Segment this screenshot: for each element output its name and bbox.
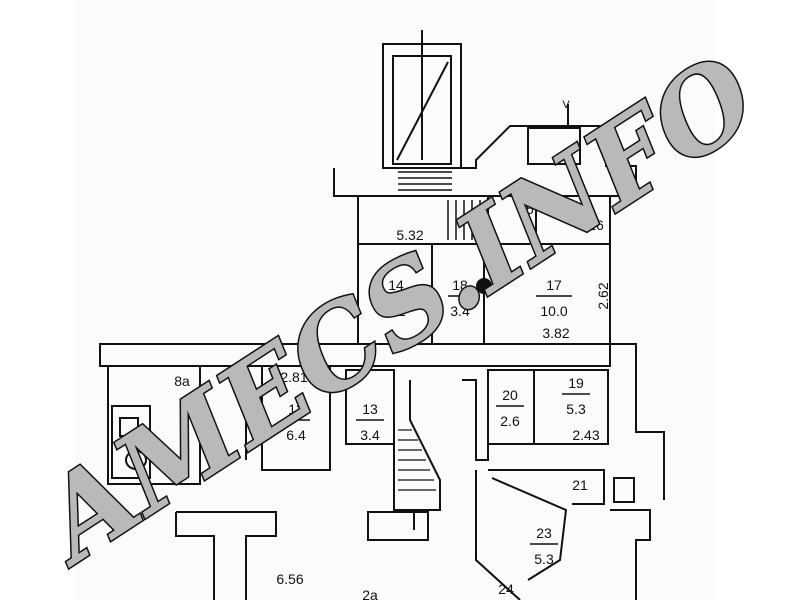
room-13-number: 13 [362,401,378,417]
room-14-number: 14 [388,277,404,293]
dim-2-81: 2.81 [280,369,307,385]
room-8a-block [107,365,201,485]
room-17-area: 10.0 [540,303,567,319]
wall-upper-right [461,125,637,236]
room-18-area: 3.4 [450,303,470,319]
chimney [613,477,635,503]
wall-right-edge [610,343,665,500]
room-12-number: 12 [288,401,304,417]
wall-upper-left [333,168,359,236]
pillar-left-b [175,512,215,600]
label-room-8a: 8a [174,373,190,389]
label-room-16: 16 [588,217,604,233]
room-20-number: 20 [502,387,518,403]
toilet-block [111,405,151,479]
label-room-2a: 2a [362,587,378,600]
dim-2-62: 2.62 [595,282,611,309]
stair-down-outline [393,380,441,511]
wall-corridor-lower [462,379,489,461]
dim-5-32: 5.32 [396,227,423,243]
stairs-corridor [447,200,481,240]
room-18-number: 18 [452,277,468,293]
left-margin [0,0,75,600]
label-room-24: 24 [498,581,514,597]
dim-6-56: 6.56 [276,571,303,587]
room-13-area: 3.4 [360,427,380,443]
dim-2-43: 2.43 [572,427,599,443]
bath-fixture [119,417,139,437]
dim-3-82: 3.82 [542,325,569,341]
room-12-walls [200,365,346,471]
room-23-outline [491,477,568,581]
pillar-center [367,511,429,541]
label-vent: V [562,99,570,111]
pillar-right [610,509,651,600]
room-21 [488,469,605,505]
room-23-number: 23 [536,525,552,541]
watermark: AMECS.INFO [12,30,778,590]
room-19-number: 19 [568,375,584,391]
room-12-area: 6.4 [286,427,306,443]
stairs-top [398,171,452,191]
rooms-19-20 [487,369,609,445]
toilet-fixture [476,278,492,294]
pillar-left [176,511,277,600]
room-14-area: 5.1 [386,303,406,319]
room-23-area: 5.3 [534,551,554,567]
room-17-number: 17 [546,277,562,293]
label-room-21: 21 [572,477,588,493]
walls [99,30,665,600]
stairs-down [398,429,436,491]
room-19-area: 5.3 [566,401,586,417]
sink-fixture [125,450,147,470]
label-room-15: 15 [518,201,534,217]
horizontal-band [99,343,611,367]
vent-shaft [527,127,581,165]
room-24-outline [475,470,521,600]
room-20-area: 2.6 [500,413,520,429]
